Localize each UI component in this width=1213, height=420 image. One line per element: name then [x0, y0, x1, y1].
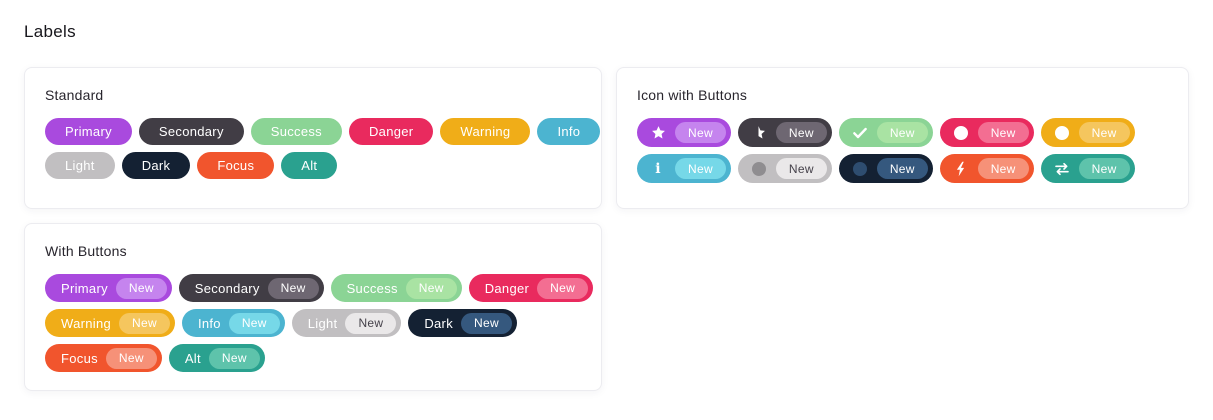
circle-icon	[852, 161, 868, 177]
check-icon	[852, 125, 868, 141]
new-badge-button[interactable]: New	[119, 312, 170, 334]
label-warning-with-button[interactable]: Warning New	[45, 309, 175, 337]
label-light-with-button[interactable]: New	[737, 154, 832, 183]
new-badge-button[interactable]: New	[405, 277, 457, 299]
label-text: Success	[270, 124, 322, 139]
label-primary[interactable]: Primary	[45, 118, 132, 145]
star-half-icon	[751, 125, 767, 141]
page-title: Labels	[24, 22, 76, 41]
label-text: Warning	[61, 315, 112, 331]
label-row: Primary Secondary Success Danger Warning Info	[45, 118, 601, 145]
label-row: New New New New New	[637, 118, 1168, 147]
label-text: Warning	[460, 124, 511, 139]
new-badge-button[interactable]: New	[105, 347, 157, 369]
label-row: Focus New Alt New	[45, 344, 581, 372]
label-alt-with-button[interactable]: Alt New	[168, 344, 265, 372]
new-badge-button[interactable]: New	[775, 122, 827, 143]
new-badge-button[interactable]: New	[1078, 158, 1130, 179]
label-warning[interactable]: Warning	[440, 118, 531, 145]
label-row: i New New New New New	[637, 154, 1168, 183]
label-dark-with-button[interactable]: Dark New	[408, 309, 517, 337]
bolt-icon	[953, 161, 969, 177]
label-light[interactable]: Light	[45, 152, 115, 179]
label-danger-with-button[interactable]: New	[939, 118, 1034, 147]
label-text: Primary	[61, 280, 108, 296]
new-badge-button[interactable]: New	[675, 122, 726, 143]
new-badge-button[interactable]: New	[228, 312, 280, 334]
info-icon: i	[655, 160, 661, 177]
label-warning-with-button[interactable]: New	[1040, 118, 1135, 147]
label-info-with-button[interactable]: Info New	[181, 309, 285, 337]
label-success-with-button[interactable]: Success New	[330, 274, 462, 302]
new-badge-button[interactable]: New	[461, 312, 512, 334]
new-badge-button[interactable]: New	[876, 158, 928, 179]
card-with-buttons-title: With Buttons	[45, 243, 127, 259]
circle-icon	[953, 125, 969, 141]
new-badge-button[interactable]: New	[208, 347, 260, 369]
label-text: Alt	[184, 350, 201, 366]
label-alt[interactable]: Alt	[281, 152, 338, 179]
new-badge-button[interactable]: New	[267, 277, 319, 299]
label-row: Warning New Info New Light New Dark New	[45, 309, 581, 337]
label-focus-with-button[interactable]: Focus New	[45, 344, 162, 372]
label-text: Alt	[301, 158, 318, 173]
label-focus-with-button[interactable]: New	[939, 154, 1034, 183]
label-text: Focus	[61, 350, 98, 366]
new-badge-button[interactable]: New	[537, 277, 589, 299]
label-light-with-button[interactable]: Light New	[291, 309, 402, 337]
top-cards-row: Standard Primary Secondary Success Danger Wa…	[24, 67, 1189, 209]
card-icon-with-buttons-title: Icon with Buttons	[637, 87, 748, 103]
card-standard: Standard Primary Secondary Success Danger Wa…	[24, 67, 602, 209]
label-text: Focus	[217, 158, 255, 173]
new-badge-button[interactable]: New	[675, 158, 726, 179]
star-icon	[650, 125, 666, 141]
label-secondary-with-button[interactable]: Secondary New	[178, 274, 324, 302]
label-row: Light Dark Focus Alt	[45, 152, 581, 179]
label-text: Dark	[424, 315, 453, 331]
label-info-with-button[interactable]: i New	[637, 154, 731, 183]
label-text: Light	[65, 158, 95, 173]
card-standard-title: Standard	[45, 87, 104, 103]
circle-icon	[1054, 125, 1070, 141]
label-secondary[interactable]: Secondary	[138, 118, 244, 145]
label-dark[interactable]: Dark	[121, 152, 191, 179]
label-text: Info	[557, 124, 581, 139]
label-success-with-button[interactable]: New	[838, 118, 933, 147]
new-badge-button[interactable]: New	[775, 158, 827, 179]
label-success[interactable]: Success	[250, 118, 342, 145]
label-text: Secondary	[194, 280, 260, 296]
label-primary-with-button[interactable]: Primary New	[45, 274, 172, 302]
label-danger-with-button[interactable]: Danger New	[468, 274, 594, 302]
label-text: Light	[307, 315, 338, 331]
new-badge-button[interactable]: New	[345, 312, 397, 334]
label-row: Primary New Secondary New Success New Danger Ne…	[45, 274, 594, 302]
new-badge-button[interactable]: New	[876, 122, 928, 143]
new-badge-button[interactable]: New	[1078, 122, 1130, 143]
new-badge-button[interactable]: New	[977, 158, 1029, 179]
label-dark-with-button[interactable]: New	[838, 154, 933, 183]
circle-icon	[751, 161, 767, 177]
label-text: Danger	[484, 280, 530, 296]
label-focus[interactable]: Focus	[197, 152, 275, 179]
label-alt-with-button[interactable]: New	[1040, 154, 1135, 183]
label-text: Danger	[368, 124, 414, 139]
exchange-icon	[1054, 161, 1070, 177]
label-text: Secondary	[158, 124, 224, 139]
label-info[interactable]: Info	[537, 118, 601, 145]
label-danger[interactable]: Danger	[348, 118, 434, 145]
label-text: Dark	[141, 158, 171, 173]
new-badge-button[interactable]: New	[977, 122, 1029, 143]
standard-labels-container: Primary Secondary Success Danger Warning Info…	[45, 118, 601, 179]
new-badge-button[interactable]: New	[115, 277, 167, 299]
label-text: Primary	[65, 124, 112, 139]
label-primary-with-button[interactable]: New	[637, 118, 731, 147]
label-text: Info	[197, 315, 221, 331]
label-secondary-with-button[interactable]: New	[737, 118, 832, 147]
label-text: Success	[346, 280, 398, 296]
